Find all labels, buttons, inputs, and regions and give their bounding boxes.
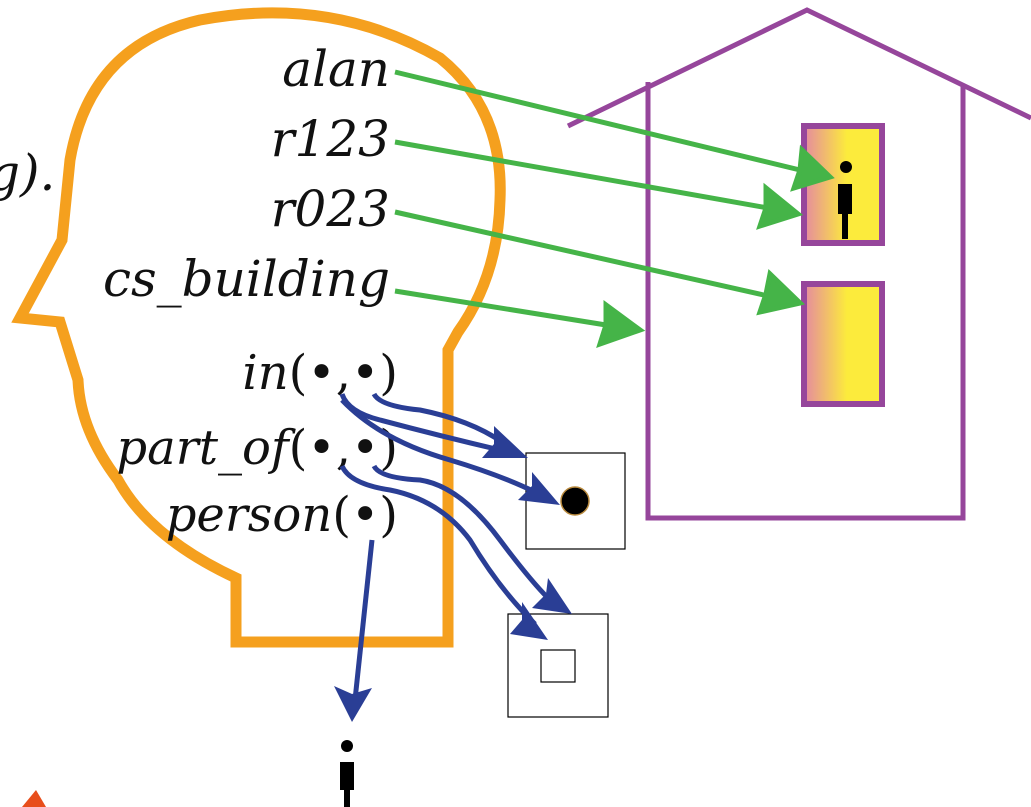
arrow-alan-head	[790, 144, 835, 192]
arrow-in-arg2	[371, 392, 504, 445]
relation-in: in(•,•)	[242, 345, 398, 401]
relation-arrows	[339, 392, 550, 701]
symbol-r023: r023	[271, 180, 390, 238]
square-icon	[540, 649, 576, 683]
relation-part-of: part_of(•,•)	[116, 420, 398, 476]
arrow-r023	[394, 209, 769, 299]
arrow-alan	[394, 69, 801, 173]
relation-part-of-name: part_of	[116, 420, 295, 476]
person-icon	[838, 161, 852, 239]
arrow-r023-head	[756, 269, 806, 316]
arrow-r123	[394, 139, 769, 211]
arrow-r123-head	[756, 182, 804, 230]
person-icon	[340, 740, 354, 807]
relation-person-name: person	[166, 487, 333, 543]
symbol-arrows	[394, 69, 835, 349]
relation-in-args: (•,•)	[289, 345, 398, 401]
relation-in-name: in	[242, 345, 288, 401]
arrow-cs-building	[394, 288, 607, 328]
arrow-person	[352, 539, 375, 701]
symbol-r123: r123	[271, 110, 390, 168]
arrow-part-of-arg1	[339, 464, 537, 626]
symbol-alan: alan	[282, 40, 390, 98]
house	[566, 7, 1031, 521]
fragment-text: g).	[0, 144, 55, 202]
in-relation-box	[525, 452, 626, 550]
dot-icon	[560, 486, 590, 516]
relation-person-args: (•)	[332, 487, 398, 543]
symbol-cs-building: cs_building	[103, 250, 390, 308]
red-arrow-fragment	[22, 790, 46, 807]
room-r023	[801, 281, 885, 407]
house-walls	[645, 82, 966, 521]
arrow-in-to-dot	[340, 398, 537, 495]
arrow-cs-building-head	[596, 300, 646, 349]
relation-person: person(•)	[166, 487, 398, 543]
relation-arrowheads	[334, 426, 572, 722]
head-outline	[11, 7, 506, 648]
arrow-part-of-arg2	[371, 464, 550, 600]
